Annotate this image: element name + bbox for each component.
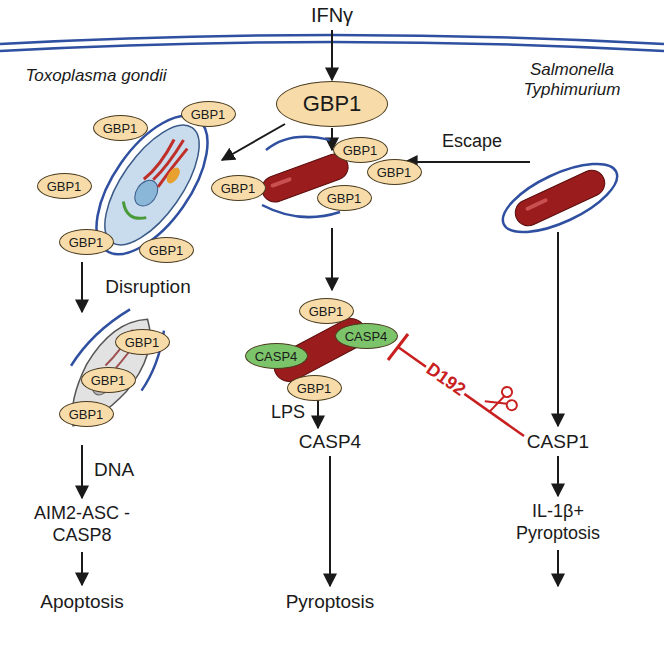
label-text: Pyroptosis <box>284 591 377 614</box>
gbp1-ellipse: GBP1 <box>367 159 422 185</box>
disrupted-toxoplasma <box>43 298 177 446</box>
label-text: Apoptosis <box>38 591 125 614</box>
node-text: GBP1 <box>343 144 378 157</box>
node-text: GBP1 <box>377 166 412 179</box>
label-text: Toxoplasma gondii <box>23 66 168 86</box>
gbp1-ellipse: GBP1 <box>81 367 136 393</box>
gbp1-ellipse: GBP1 <box>276 81 388 127</box>
gbp1-ellipse: GBP1 <box>287 375 342 401</box>
node-text: GBP1 <box>125 336 160 349</box>
gbp1-ellipse: GBP1 <box>181 101 236 127</box>
node-text: CASP4 <box>255 350 298 363</box>
node-text: GBP1 <box>69 408 104 421</box>
node-text: GBP1 <box>191 108 226 121</box>
scissors-icon <box>483 386 518 418</box>
label-text: IFNγ <box>309 3 355 27</box>
node-text: GBP1 <box>327 192 362 205</box>
label-text: D192 <box>421 358 472 403</box>
caspase-ellipse: CASP4 <box>335 323 398 349</box>
node-text: GBP1 <box>69 236 104 249</box>
node-text: GBP1 <box>103 122 138 135</box>
node-text: CASP4 <box>345 330 388 343</box>
node-text: GBP1 <box>47 180 82 193</box>
gbp1-ellipse: GBP1 <box>299 298 354 324</box>
label-text: CASP4 <box>297 431 363 454</box>
label-text: Disruption <box>103 276 193 299</box>
gbp1-ellipse: GBP1 <box>333 137 388 163</box>
label-text: Salmonella Typhimurium <box>510 60 634 101</box>
gbp1-ellipse: GBP1 <box>37 173 92 199</box>
node-text: GBP1 <box>149 244 184 257</box>
arrows <box>82 30 558 586</box>
label-text: DNA <box>92 459 136 482</box>
gbp1-ellipse: GBP1 <box>59 401 114 427</box>
inhibition <box>388 334 524 436</box>
node-text: GBP1 <box>309 305 344 318</box>
gbp1-ellipse: GBP1 <box>93 115 148 141</box>
label-text: AIM2-ASC -CASP8 <box>30 503 134 546</box>
node-text: GBP1 <box>297 382 332 395</box>
gbp1-ellipse: GBP1 <box>139 237 194 263</box>
gbp1-ellipse: GBP1 <box>211 175 266 201</box>
label-text: Escape <box>440 131 504 153</box>
label-text: LPS <box>269 402 307 424</box>
node-text: GBP1 <box>221 182 256 195</box>
node-text: GBP1 <box>91 374 126 387</box>
node-text: GBP1 <box>303 93 362 115</box>
caspase-ellipse: CASP4 <box>245 343 308 369</box>
gbp1-ellipse: GBP1 <box>59 229 114 255</box>
gbp1-ellipse: GBP1 <box>317 185 372 211</box>
label-text: IL-1β+ Pyroptosis <box>501 501 615 544</box>
salmonella-vacuole <box>494 150 627 246</box>
label-text: CASP1 <box>525 431 591 454</box>
gbp1-ellipse: GBP1 <box>115 329 170 355</box>
